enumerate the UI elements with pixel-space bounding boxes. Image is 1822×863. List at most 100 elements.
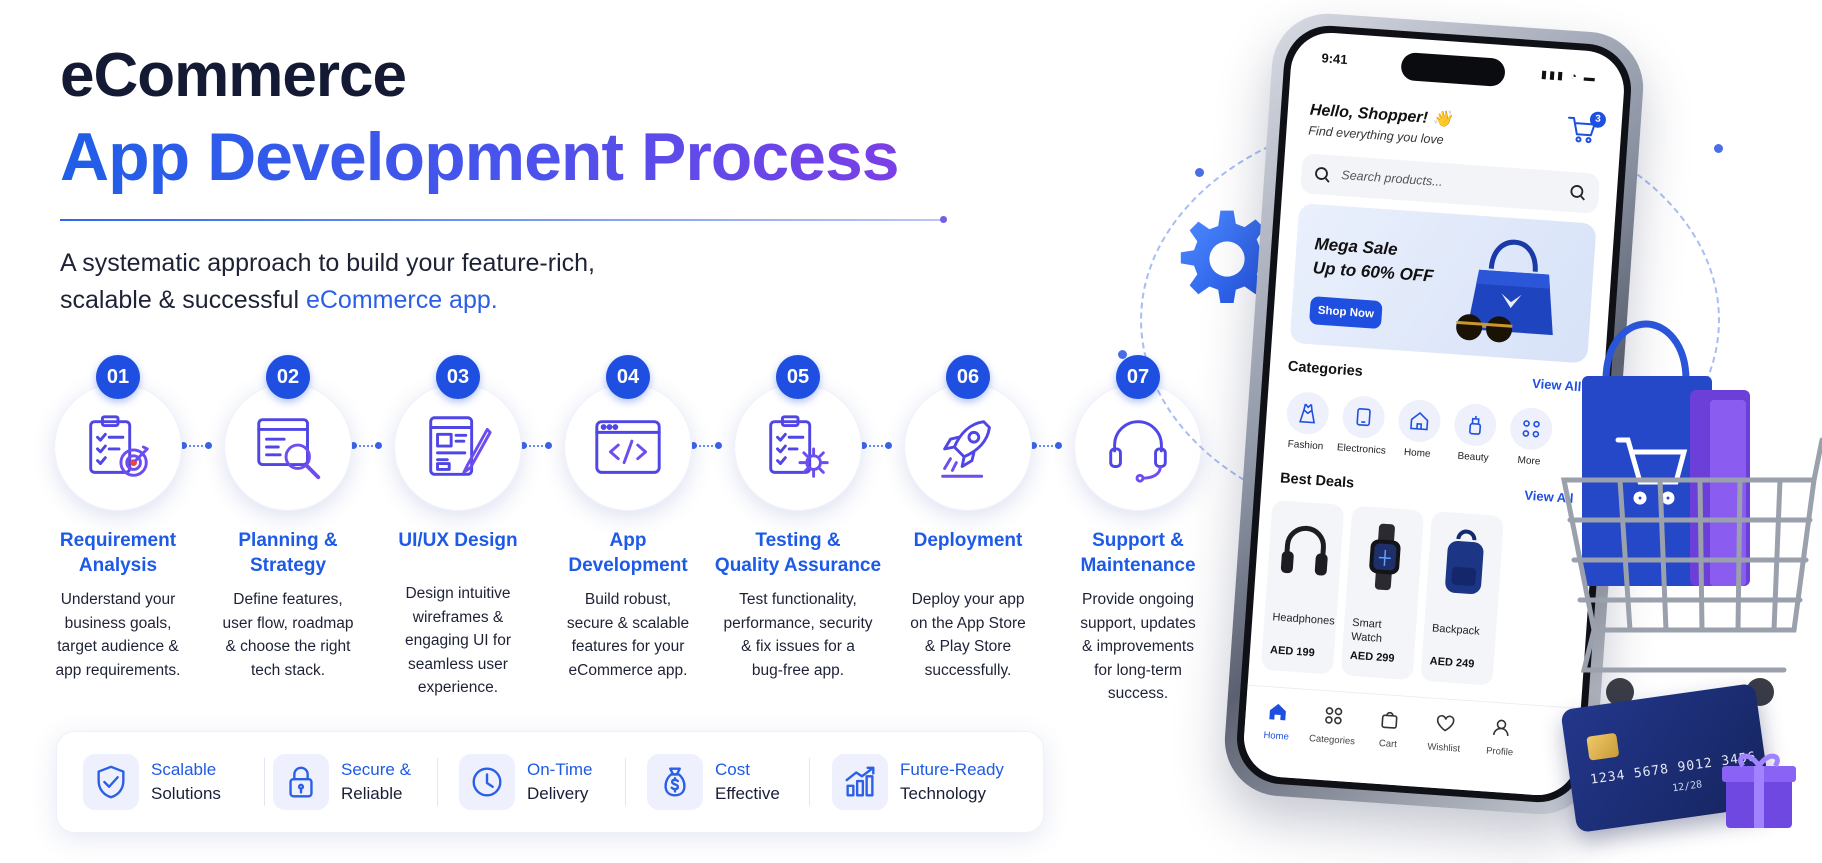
magnifier-document-icon <box>257 418 321 480</box>
tab-label: Wishlist <box>1427 741 1461 755</box>
feature-line2: Solutions <box>151 784 221 803</box>
tab-wishlist[interactable]: Wishlist <box>1413 711 1476 755</box>
wireframe-pen-icon <box>429 416 492 476</box>
category-beauty[interactable]: Beauty <box>1444 402 1506 465</box>
step-number-badge: 02 <box>266 355 310 399</box>
desc-line: features for your <box>571 638 685 655</box>
cosmetics-icon <box>1469 415 1482 435</box>
category-icon-circle <box>1452 402 1498 448</box>
handbag-icon <box>1456 239 1553 343</box>
desc-line: Provide ongoing <box>1081 591 1195 608</box>
desc-line: business goals, <box>64 614 172 632</box>
shop-now-button[interactable]: Shop Now <box>1308 296 1383 330</box>
feature-line2: Effective <box>715 784 780 803</box>
step-number-badge: 01 <box>96 355 140 399</box>
desc-line: Design intuitive <box>405 585 511 602</box>
category-more[interactable]: More <box>1500 406 1562 469</box>
category-icon-circle <box>1285 390 1331 436</box>
feature-divider <box>809 758 810 806</box>
category-electronics[interactable]: Electronics <box>1332 394 1394 457</box>
phone-bezel: 9:41 ▮▮▮ ◔ ▬ Hello, Shopper! 👋 Find ever… <box>1233 22 1635 806</box>
tab-profile[interactable]: Profile <box>1469 715 1532 759</box>
step-description: Define features,user flow, roadmap& choo… <box>203 588 373 682</box>
categories-title: Categories <box>1287 358 1364 380</box>
search-icon[interactable] <box>1568 183 1587 202</box>
feature-divider <box>264 758 265 806</box>
step-icon-circle <box>224 383 352 511</box>
feature-line1: On-Time <box>527 760 593 779</box>
cart-count-badge: 3 <box>1589 111 1607 129</box>
shopping-bag-icon <box>1381 711 1398 729</box>
step-number-badge: 04 <box>606 355 650 399</box>
backpack-icon <box>1445 529 1484 595</box>
headphones-icon <box>1280 525 1328 576</box>
shield-check-icon <box>97 765 125 799</box>
feature-line1: Cost <box>715 760 750 779</box>
tab-categories[interactable]: Categories <box>1302 704 1365 748</box>
step-number-badge: 05 <box>776 355 820 399</box>
padlock-icon <box>289 766 313 798</box>
headset-icon <box>1109 420 1167 483</box>
step-number-badge: 03 <box>436 355 480 399</box>
card-expiry: 12/28 <box>1671 779 1703 795</box>
step-title-line1: Requirement <box>59 530 177 551</box>
grid-icon <box>1325 707 1343 725</box>
feature-line1: Secure & <box>341 760 411 779</box>
subtitle-line2-prefix: scalable & successful <box>60 286 306 314</box>
deal-card-headphones[interactable]: Headphones AED 199 <box>1260 499 1345 675</box>
clock-icon <box>472 767 502 797</box>
smartwatch-icon <box>1369 523 1401 591</box>
subtitle-line1: A systematic approach to build your feat… <box>60 249 595 277</box>
step-connector <box>690 442 722 449</box>
best-deals-title: Best Deals <box>1279 470 1355 492</box>
feature-line2: Reliable <box>341 784 403 803</box>
category-label: Electronics <box>1336 442 1387 457</box>
growth-chart-icon <box>845 766 875 797</box>
category-home[interactable]: Home <box>1388 398 1450 461</box>
step-description: Understand your business goals, target aud… <box>33 588 203 682</box>
step-connector <box>860 442 892 449</box>
desc-line: target audience & <box>57 638 179 655</box>
desc-line: Understand your <box>60 591 176 608</box>
deal-price: AED 299 <box>1349 649 1395 665</box>
step-number-badge: 06 <box>946 355 990 399</box>
step-title: Planning &Strategy <box>203 528 373 578</box>
search-bar[interactable]: Search products... <box>1300 153 1601 214</box>
step-icon-circle <box>564 383 692 511</box>
banner-title: Mega Sale <box>1313 234 1399 260</box>
desc-line: for long-term <box>1094 661 1182 679</box>
feature-secure: Secure & Reliable <box>273 752 411 812</box>
sale-banner: Mega Sale Up to 60% OFF Shop Now <box>1289 203 1597 364</box>
orbit-dot <box>1195 168 1204 177</box>
gift-box-illustration <box>1722 753 1796 828</box>
category-fashion[interactable]: Fashion <box>1276 390 1338 453</box>
money-bag-icon <box>664 767 686 797</box>
desc-line: performance, security <box>723 614 873 632</box>
desc-line: & choose the right <box>225 638 351 655</box>
tab-home[interactable]: Home <box>1246 700 1309 744</box>
rocket-icon <box>941 420 991 478</box>
search-placeholder: Search products... <box>1340 167 1444 190</box>
step-title-line2: Analysis <box>78 555 158 576</box>
house-icon <box>1410 411 1429 431</box>
step-title-line1: Testing & <box>755 530 841 551</box>
home-icon <box>1269 703 1286 721</box>
phone-mockup: 9:41 ▮▮▮ ◔ ▬ Hello, Shopper! 👋 Find ever… <box>1221 9 1647 819</box>
step-title-line1: Planning & <box>238 530 338 551</box>
desc-line: Define features, <box>233 591 343 608</box>
deal-card-smart-watch[interactable]: Smart Watch AED 299 <box>1340 505 1425 681</box>
desc-line: & improvements <box>1082 638 1194 655</box>
desc-line: successfully. <box>924 661 1012 679</box>
desc-line: & Play Store <box>924 638 1012 655</box>
deal-card-backpack[interactable]: Backpack AED 249 <box>1420 511 1505 686</box>
user-icon <box>1492 719 1509 736</box>
category-label: More <box>1517 454 1541 468</box>
gear-icon <box>1180 210 1274 303</box>
feature-line2: Delivery <box>527 784 589 803</box>
tab-cart[interactable]: Cart <box>1358 708 1421 752</box>
heart-icon <box>1436 714 1455 732</box>
